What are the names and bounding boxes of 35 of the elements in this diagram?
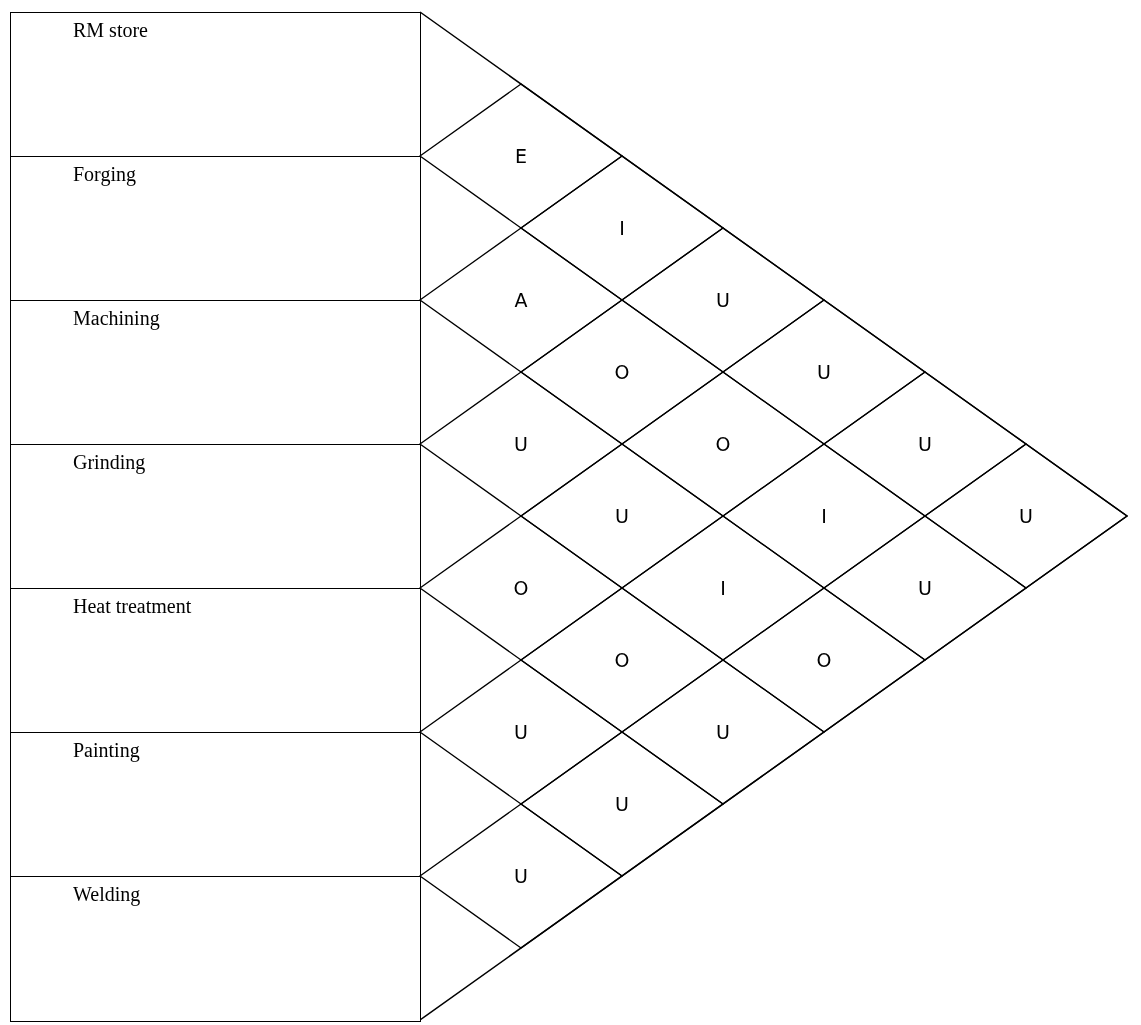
relationship-code: I [821, 505, 827, 527]
relationship-code: U [615, 793, 629, 815]
department-name: Grinding [73, 451, 146, 474]
department-box [10, 444, 421, 590]
relationship-code: O [614, 649, 630, 671]
department-name: Welding [73, 883, 141, 906]
relationship-code: U [615, 505, 629, 527]
department-box [10, 12, 421, 158]
department-box [10, 876, 421, 1022]
relationship-code: U [514, 865, 528, 887]
department-box [10, 588, 421, 734]
relationship-code: O [816, 649, 832, 671]
relationship-code: A [514, 289, 528, 311]
relationship-code: U [514, 433, 528, 455]
department-name: Painting [73, 739, 140, 762]
relationship-code: O [513, 577, 529, 599]
relationship-code: U [817, 361, 831, 383]
department-name: Forging [73, 163, 136, 186]
department-box [10, 732, 421, 878]
relationship-code: U [1019, 505, 1033, 527]
relationship-code: O [614, 361, 630, 383]
department-name: Heat treatment [73, 595, 192, 618]
relationship-code: U [716, 289, 730, 311]
relationship-code: I [619, 217, 625, 239]
relationship-code: E [515, 145, 527, 167]
relationship-code: U [716, 721, 730, 743]
relationship-code: U [514, 721, 528, 743]
relationship-code: I [720, 577, 726, 599]
relationship-code: U [918, 433, 932, 455]
department-box [10, 300, 421, 446]
relationship-code: O [715, 433, 731, 455]
department-name: RM store [73, 19, 148, 42]
department-name: Machining [73, 307, 160, 330]
relationship-code: U [918, 577, 932, 599]
department-box [10, 156, 421, 302]
